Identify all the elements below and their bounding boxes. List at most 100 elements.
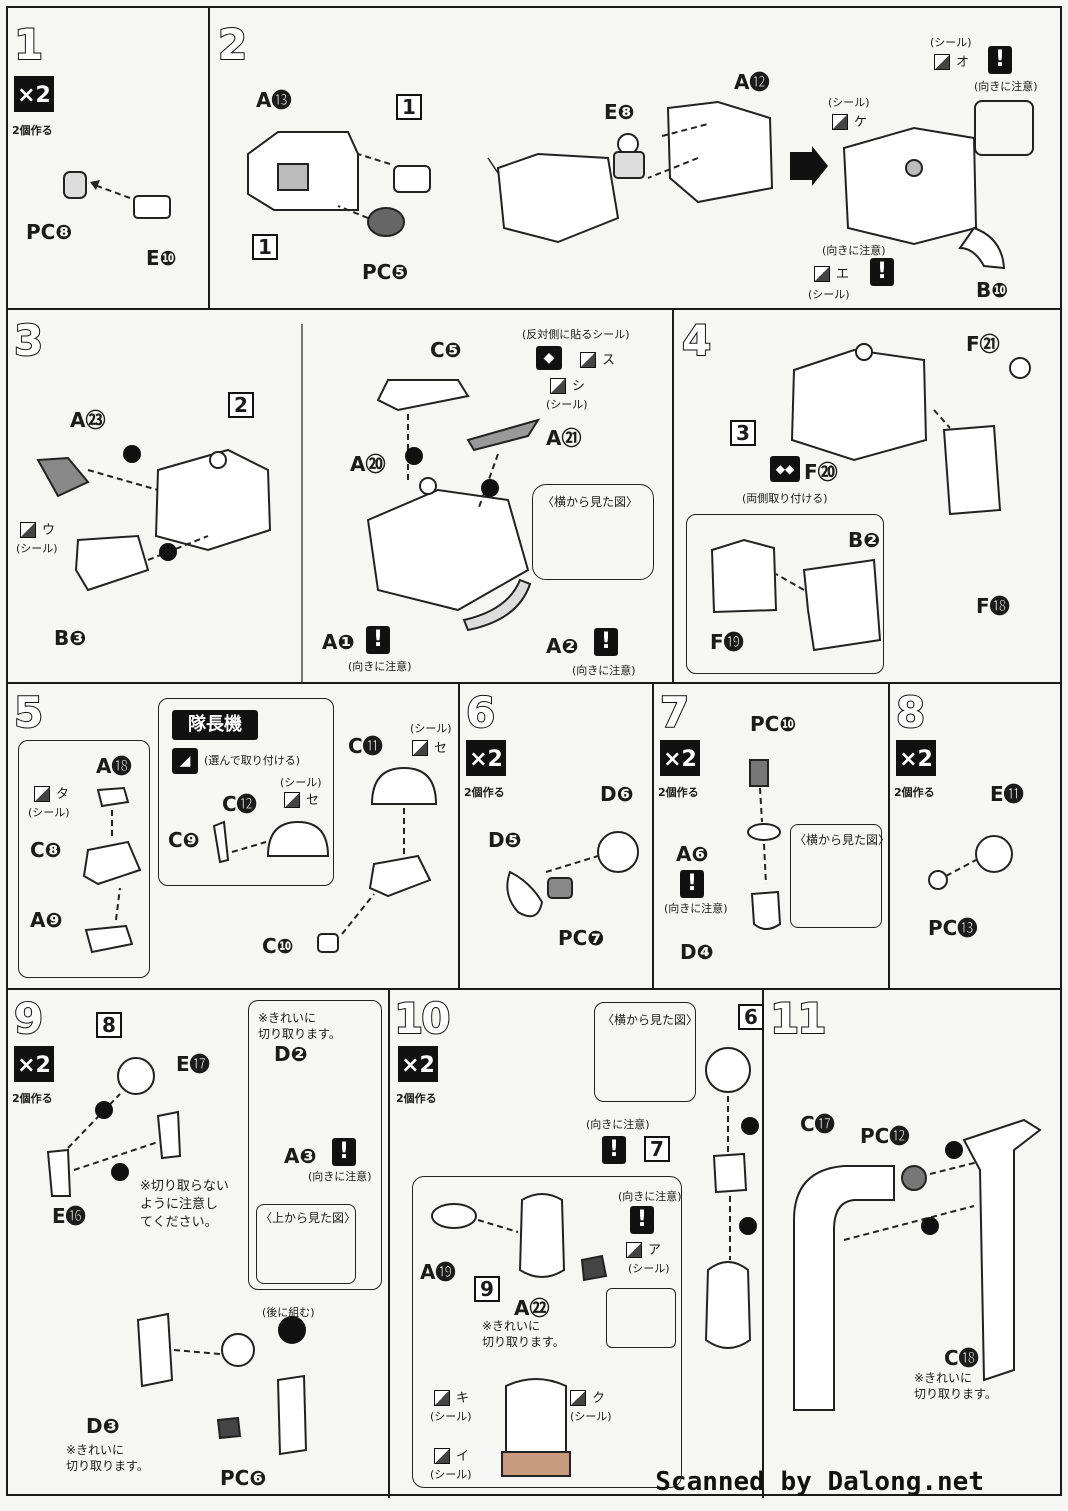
step-9-part-d2: D❷ xyxy=(274,1042,308,1066)
step-6-qty-note: 2個作る xyxy=(464,786,505,799)
step-10-qty-badge: ×2 xyxy=(398,1046,438,1082)
step-5-seal-ta-icon xyxy=(34,786,50,802)
step-9-top-view-inset xyxy=(256,1204,356,1284)
step-10-seal-key-i: イ xyxy=(456,1449,470,1464)
step-5-part-c12: C⓬ xyxy=(222,792,257,816)
step-10-lower-inset xyxy=(412,1176,682,1488)
step-10-seal-label-ki: (シール) xyxy=(430,1410,472,1423)
step-7-part-a6: A❻ xyxy=(676,842,709,866)
step-3-divider xyxy=(301,324,303,684)
step-2-panel: 2 A⓭ 1 1 PC❺ E❽ A⓬ (シール) オ ! xyxy=(210,8,1062,310)
step-3-seal-key-u: ウ xyxy=(42,523,56,538)
step-3-warning-icon-2: ! xyxy=(594,628,618,656)
step-5-left-inset xyxy=(18,740,150,978)
step-9-ref-8: 8 xyxy=(96,1012,122,1038)
step-8-part-pc13: PC⓭ xyxy=(928,916,978,940)
step-2-caution-2: (向きに注意) xyxy=(822,244,886,257)
step-11-part-pc12: PC⓬ xyxy=(860,1124,910,1148)
step-9-qty-note: 2個作る xyxy=(12,1092,53,1105)
step-4-part-f18: F⓲ xyxy=(976,594,1010,618)
step-3-seal-u-icon xyxy=(20,522,36,538)
step-4-both-sides-icon: ◆◆ xyxy=(770,456,800,482)
step-7-side-view-label: 〈横から見た図〉 xyxy=(794,833,891,847)
step-3-main-drawing xyxy=(366,379,541,632)
step-3-seal-key-shi: シ xyxy=(572,379,586,394)
step-1-drawing xyxy=(63,171,171,219)
step-11-number: 11 xyxy=(769,994,827,1043)
step-3-seal-key-su: ス xyxy=(602,353,616,368)
step-11-panel: 11 C⓱ PC⓬ C⓲ ※きれいに 切り取ります。 xyxy=(764,990,1062,1498)
step-7-part-d4: D❹ xyxy=(680,940,714,964)
step-7-panel: 7 ×2 2個作る PC❿ A❻ ! (向きに注意) D❹ 〈横から見た図〉 xyxy=(654,684,890,990)
step-10-panel: 10 ×2 2個作る 〈横から見た図〉 6 (向きに注意) ! 7 (向きに注意… xyxy=(390,990,764,1498)
step-5-seal-key-se1: セ xyxy=(306,793,320,808)
step-3-part-a21: A㉑ xyxy=(546,426,582,450)
step-2-assembly-b-drawing xyxy=(487,100,774,244)
step-8-part-e11: E⓫ xyxy=(990,782,1024,806)
step-11-drawing xyxy=(793,1118,1042,1411)
step-5-choose-note: (選んで取り付ける) xyxy=(204,754,301,767)
step-5-captain-drawing xyxy=(212,820,330,864)
step-3-mirror-icon: ◆ xyxy=(536,346,562,370)
step-5-seal-label-se2: (シール) xyxy=(410,722,452,735)
step-10-caution-2: (向きに注意) xyxy=(618,1190,682,1203)
step-9-right-inset xyxy=(248,1000,382,1290)
step-3-part-c5: C❺ xyxy=(430,338,462,362)
step-5-right-drawing xyxy=(317,766,438,953)
step-2-seal-ke-icon xyxy=(832,114,848,130)
step-10-part-a22: A㉒ xyxy=(514,1296,550,1320)
step-10-seal-key-a: ア xyxy=(648,1243,662,1258)
step-10-lower-drawing xyxy=(431,1193,608,1282)
step-9-upper-drawing xyxy=(46,1057,182,1197)
step-5-seal-se1-icon xyxy=(284,792,300,808)
step-5-choose-icon: ◢ xyxy=(172,748,198,774)
step-7-caution: (向きに注意) xyxy=(664,902,728,915)
step-1-part-pc8: PC❽ xyxy=(26,220,73,244)
step-10-caution-1: (向きに注意) xyxy=(586,1118,650,1131)
step-4-sub-drawing xyxy=(710,538,882,652)
step-2-seal-key-o: オ xyxy=(956,55,970,70)
step-9-caution: (向きに注意) xyxy=(308,1170,372,1183)
step-8-qty-badge: ×2 xyxy=(896,740,936,776)
step-10-seal-ki-icon xyxy=(434,1390,450,1406)
step-10-seal-key-ki: キ xyxy=(456,1391,470,1406)
step-9-top-view-label: 〈上から見た図〉 xyxy=(260,1211,357,1225)
step-5-seal-label-se1: (シール) xyxy=(280,776,322,789)
step-4-part-f20: F⑳ xyxy=(804,460,838,484)
step-3-part-b3: B❸ xyxy=(54,626,87,650)
step-7-warning-icon: ! xyxy=(680,870,704,898)
step-2-warning-icon-2: ! xyxy=(870,258,894,286)
step-2-seal-label-2: (シール) xyxy=(828,96,870,109)
step-11-part-c18: C⓲ xyxy=(944,1346,979,1370)
step-6-number: 6 xyxy=(465,688,496,737)
step-7-side-view-inset xyxy=(790,824,882,928)
step-2-seal-o-icon xyxy=(934,54,950,70)
step-3-opposite-seal: (反対側に貼るシール) xyxy=(522,328,630,341)
step-9-part-d3: D❸ xyxy=(86,1414,120,1438)
step-7-number: 7 xyxy=(659,688,690,737)
step-10-warning-icon-2: ! xyxy=(630,1206,654,1234)
step-10-seal-label-a: (シール) xyxy=(628,1262,670,1275)
step-4-both-sides-note: (両側取り付ける) xyxy=(742,492,828,505)
step-2-part-b10: B❿ xyxy=(976,278,1009,302)
step-2-assembly-c-drawing xyxy=(842,126,1006,270)
step-5-part-c9: C❾ xyxy=(168,828,200,852)
step-1-number: 1 xyxy=(13,20,44,69)
step-2-seal-label-1: (シール) xyxy=(930,36,972,49)
step-10-seal-key-ku: ク xyxy=(592,1391,606,1406)
step-5-captain-inset xyxy=(158,698,334,886)
step-10-side-view-inset xyxy=(594,1002,696,1102)
step-6-qty-badge: ×2 xyxy=(466,740,506,776)
step-4-sub-inset xyxy=(686,514,884,674)
step-2-number: 2 xyxy=(217,20,248,69)
step-7-part-pc10: PC❿ xyxy=(750,712,797,736)
step-5-number: 5 xyxy=(13,688,44,737)
step-10-seal-a-icon xyxy=(626,1242,642,1258)
step-2-caution-1: (向きに注意) xyxy=(974,80,1038,93)
step-3-ref-2: 2 xyxy=(228,392,254,418)
step-10-part-a19: A⓳ xyxy=(420,1260,456,1284)
step-3-left-drawing xyxy=(36,445,272,592)
step-6-drawing xyxy=(506,831,639,918)
step-10-seal-label-i: (シール) xyxy=(430,1468,472,1481)
step-3-part-a2: A❷ xyxy=(546,634,579,658)
